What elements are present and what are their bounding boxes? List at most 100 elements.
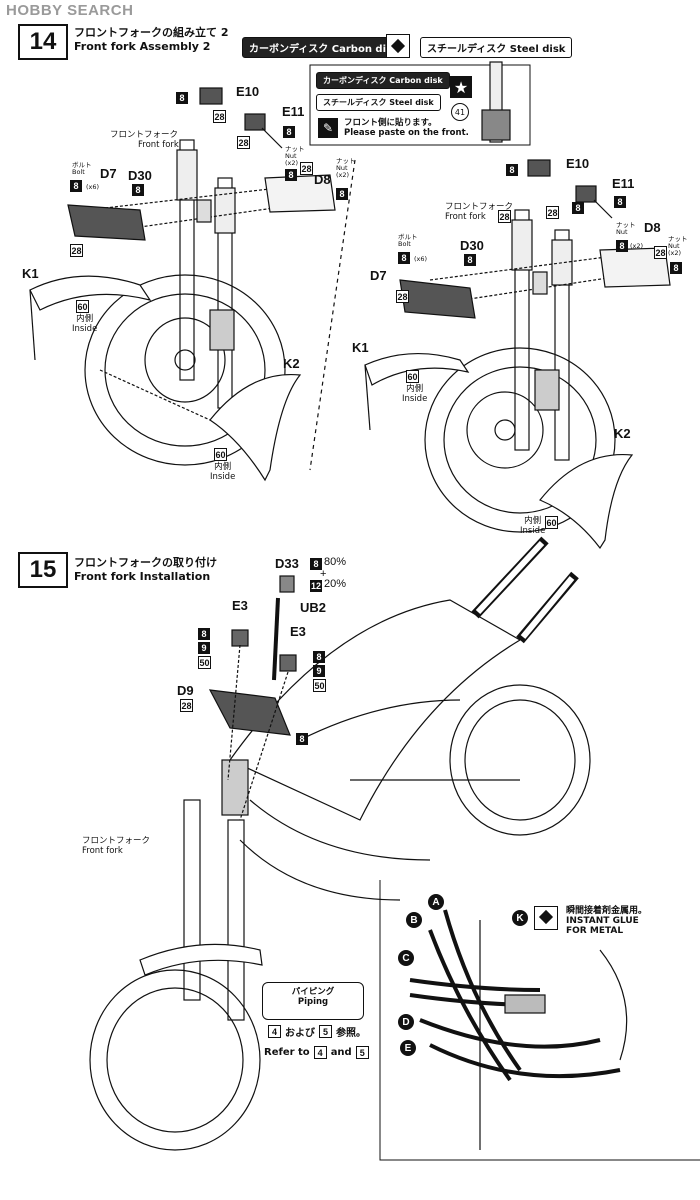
color-code-8: 8 [506, 164, 518, 176]
color-code-8: 8 [296, 733, 308, 745]
part-d8-right: D8 [644, 220, 661, 235]
nut-en: Nut [616, 228, 628, 236]
part-e10-left: E10 [236, 84, 260, 99]
part-d9: D9 [177, 683, 194, 698]
color-code-8: 8 [336, 188, 348, 200]
inside-jp: 内側 [406, 384, 424, 394]
ref-step-4: 4 [313, 1046, 327, 1059]
color-code-8: 8 [572, 202, 584, 214]
nut-qty: (x2) [336, 171, 350, 179]
mix-plus: + [320, 568, 327, 580]
legend-box [309, 64, 531, 146]
inside-label-right-1: 内側 Inside [402, 384, 427, 404]
mix-code-12: 12 [310, 580, 322, 592]
bolt-qty: (x6) [86, 183, 100, 191]
bolt-label-right: ボルト Bolt [398, 234, 418, 248]
nut-label-left-2: ナット Nut (x2) [336, 158, 356, 179]
color-code-28: 28 [300, 162, 313, 175]
mix-pct-80: 80% [324, 556, 347, 568]
color-code-9: 9 [198, 642, 210, 654]
step-14-title: フロントフォークの組み立て 2 Front fork Assembly 2 [74, 26, 228, 54]
nut-jp: ナット [285, 145, 305, 153]
legend-note: フロント側に貼ります。 Please paste on the front. [344, 118, 469, 138]
inside-en: Inside [402, 394, 428, 404]
bolt-jp: ボルト [72, 161, 92, 169]
step-15-title-en: Front fork Installation [74, 570, 211, 583]
part-e3-left: E3 [232, 598, 248, 613]
color-code-28: 28 [654, 246, 667, 259]
piping-ref-jp: 4 および 5 参照。 [268, 1024, 366, 1039]
front-fork-jp: フロントフォーク [82, 836, 151, 846]
part-d7-right: D7 [370, 268, 387, 283]
left-fork-assembly [29, 87, 336, 482]
color-code-8: 8 [283, 126, 295, 138]
nut-label-left-1: ナット Nut (x2) [285, 146, 305, 167]
front-fork-en: Front fork [82, 846, 123, 856]
color-code-8: 8 [176, 92, 188, 104]
inside-label-right-2: 内側 Inside [520, 516, 545, 536]
part-e11-right: E11 [612, 176, 635, 191]
ref-step-5: 5 [355, 1046, 369, 1059]
step-15-title: フロントフォークの取り付け Front fork Installation [74, 556, 217, 584]
color-code-9: 9 [313, 665, 325, 677]
color-code-60: 60 [545, 516, 558, 529]
front-fork-label-right: フロントフォーク Front fork [445, 202, 513, 222]
step15-assembly [89, 536, 591, 1151]
step-14-number: 14 [18, 24, 68, 60]
option-carbon-pill: カーボンディスク Carbon disk [242, 37, 406, 58]
legend-note-en: Please paste on the front. [344, 128, 469, 138]
nut-qty: (x2) [668, 249, 682, 257]
nut-label-right-1: ナット Nut [616, 222, 636, 236]
color-code-50: 50 [313, 679, 326, 692]
step-14-title-jp: フロントフォークの組み立て 2 [74, 26, 229, 39]
part-k: K [512, 910, 528, 926]
nut-label-right-2: ナット Nut (x2) [668, 236, 688, 257]
legend-steel: スチールディスク Steel disk [316, 94, 441, 111]
color-code-8: 8 [616, 240, 628, 252]
color-code-8: 8 [198, 628, 210, 640]
nut-en: Nut [668, 242, 680, 250]
color-code-8: 8 [285, 169, 297, 181]
inside-en: Inside [72, 324, 98, 334]
color-code-60: 60 [214, 448, 227, 461]
pipe-label-e: E [400, 1040, 416, 1056]
color-code-8: 8 [464, 254, 476, 266]
part-d30-left: D30 [128, 168, 152, 183]
inside-jp: 内側 [524, 516, 542, 526]
color-code-8: 8 [313, 651, 325, 663]
piping-inset [379, 880, 700, 1161]
front-fork-jp: フロントフォーク [110, 130, 179, 140]
front-fork-en: Front fork [138, 140, 179, 150]
inside-en: Inside [520, 526, 546, 536]
nut-en: Nut [336, 164, 348, 172]
legend-carbon: カーボンディスク Carbon disk [316, 72, 450, 89]
part-d7-left: D7 [100, 166, 117, 181]
ref-jp-and: および [285, 1028, 315, 1039]
color-code-60: 60 [406, 370, 419, 383]
step-14-title-en: Front fork Assembly 2 [74, 40, 211, 53]
arrow-both-icon [386, 34, 410, 58]
legend-note-jp: フロント側に貼ります。 [344, 118, 437, 128]
part-e11-left: E11 [282, 104, 305, 119]
nut-jp: ナット [336, 157, 356, 165]
color-code-8: 8 [70, 180, 82, 192]
part-e10-right: E10 [566, 156, 590, 171]
front-fork-jp: フロントフォーク [445, 202, 514, 212]
color-code-28: 28 [546, 206, 559, 219]
color-code-8: 8 [398, 252, 410, 264]
bolt-en: Bolt [72, 168, 85, 176]
part-k2-left: K2 [283, 356, 300, 371]
glue-note: 瞬間接着剤金属用。 INSTANT GLUE FOR METAL [566, 906, 647, 936]
color-code-60: 60 [76, 300, 89, 313]
decal-number: 41 [451, 103, 469, 121]
right-fork-assembly [364, 159, 671, 550]
step-15-number: 15 [18, 552, 68, 588]
front-fork-label-left: フロントフォーク Front fork [110, 130, 179, 150]
pipe-label-d: D [398, 1014, 414, 1030]
color-code-28: 28 [498, 210, 511, 223]
ref-en-and: and [330, 1047, 352, 1058]
star-decal-icon: ★ [450, 76, 472, 98]
piping-ref-en: Refer to 4 and 5 [264, 1046, 369, 1059]
ref-jp-end: 参照。 [336, 1028, 366, 1039]
